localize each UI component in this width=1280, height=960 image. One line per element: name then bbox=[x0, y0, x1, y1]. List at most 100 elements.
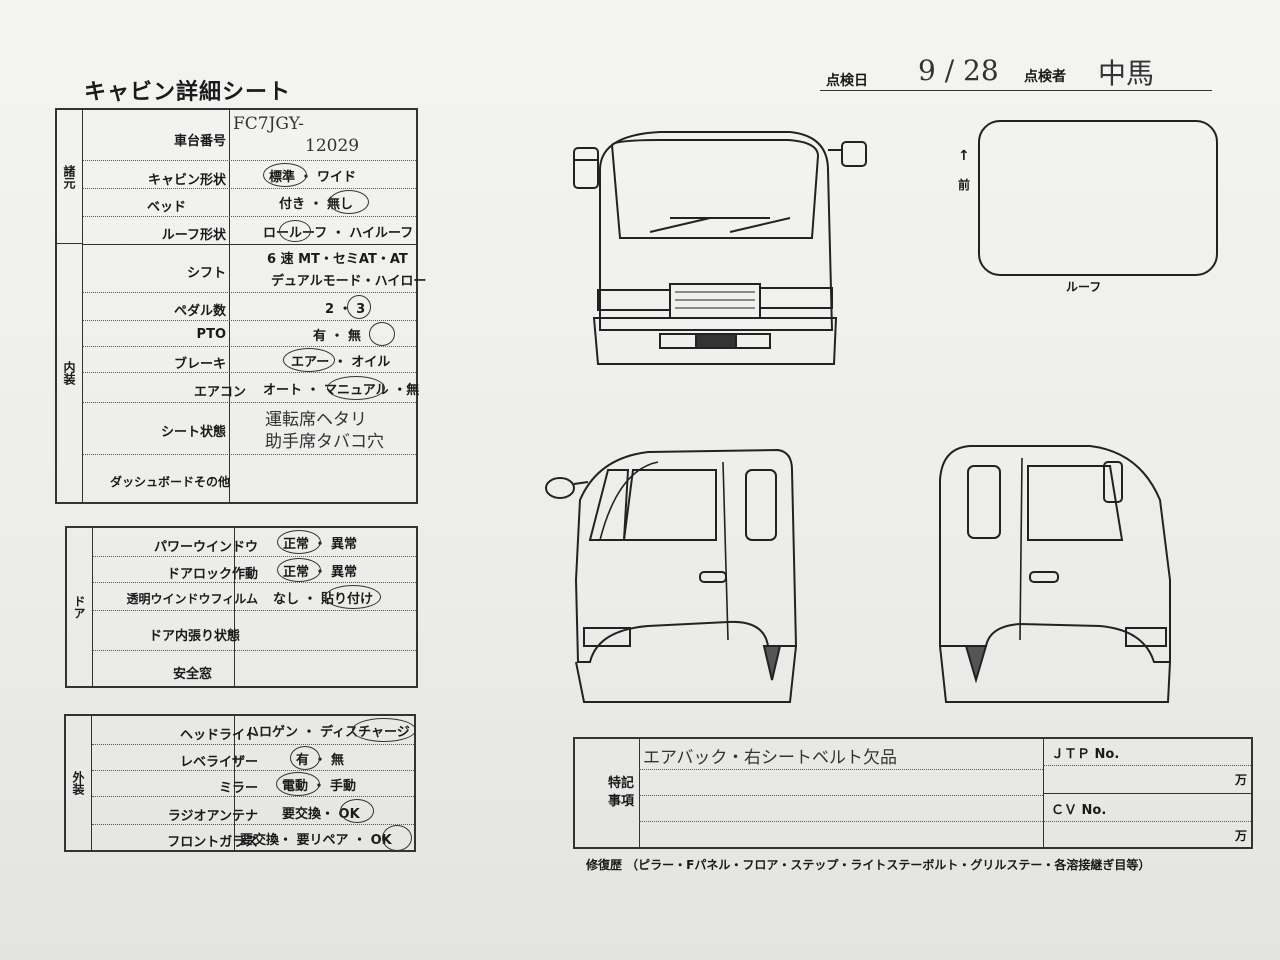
section-divider bbox=[83, 244, 416, 245]
table-row: ルーフ形状 ロールーフ ・ ハイルーフ bbox=[83, 216, 416, 244]
exterior-section-label: 外装 bbox=[66, 716, 92, 850]
row-value: 6 速 MT・セミAT・AT bbox=[267, 252, 408, 267]
row-value: 有 ・ 無 bbox=[313, 329, 362, 344]
table-row: シート状態 運転席ヘタリ 助手席タバコ穴 bbox=[83, 402, 416, 454]
row-label: エアコン bbox=[193, 385, 246, 400]
roof-outline bbox=[978, 120, 1218, 276]
table-row: 車台番号 FC7JGY- 12029 bbox=[83, 110, 416, 160]
row-label: PTO bbox=[196, 327, 226, 342]
row-divider bbox=[1043, 821, 1251, 822]
table-row: ドアロック作動 正常 ・ 異常 bbox=[93, 556, 416, 582]
row-label: ミラー bbox=[218, 781, 258, 796]
row-label: ブレーキ bbox=[173, 357, 226, 372]
interior-section-label: 内装 bbox=[57, 244, 83, 502]
selection-circle bbox=[325, 585, 381, 609]
selection-circle bbox=[369, 322, 395, 346]
row-label: ダッシュボードその他 bbox=[109, 475, 230, 489]
table-row: ペダル数 2 ・ 3 bbox=[83, 292, 416, 320]
table-row: ブレーキ エアー ・ オイル bbox=[83, 346, 416, 372]
notes-text: エアバック・右シートベルト欠品 bbox=[643, 748, 897, 768]
row-label: ルーフ形状 bbox=[161, 228, 226, 243]
table-row: ミラー 電動 ・ 手動 bbox=[92, 770, 414, 796]
row-label: フロントガラス bbox=[167, 835, 258, 850]
selection-circle bbox=[279, 220, 311, 242]
inspection-date-value: 9 / 28 bbox=[918, 54, 999, 87]
selection-circle bbox=[382, 825, 412, 851]
row-label: ドア内張り状態 bbox=[148, 629, 240, 644]
selection-circle bbox=[283, 348, 335, 372]
table-row: フロントガラス 要交換・ 要リペア ・ OK bbox=[92, 824, 414, 851]
table-row: シフト 6 速 MT・セミAT・AT デュアルモード・ハイロー bbox=[83, 244, 426, 292]
table-row: 透明ウインドウフィルム なし ・ 貼り付け bbox=[93, 582, 416, 610]
repair-history-text: 修復歴 （ピラー・Fパネル・フロア・ステップ・ライトステーボルト・グリルステー・… bbox=[586, 858, 1151, 872]
door-table: ドア パワーウインドウ 正常 ・ 異常 ドアロック作動 正常 ・ 異常 透明ウイ… bbox=[65, 526, 418, 688]
row-label: シフト bbox=[186, 266, 226, 281]
row-label: ラジオアンテナ bbox=[167, 809, 258, 824]
exterior-table: 外装 ヘッドライト ハロゲン ・ ディスチャージ レベライザー 有 ・ 無 ミラ… bbox=[64, 714, 416, 852]
table-row: レベライザー 有 ・ 無 bbox=[92, 744, 414, 770]
row-label: 透明ウインドウフィルム bbox=[126, 592, 258, 606]
row-divider bbox=[639, 769, 1043, 770]
selection-circle bbox=[290, 746, 320, 770]
front-arrow-icon: ↑ bbox=[958, 148, 970, 164]
table-row: パワーウインドウ 正常 ・ 異常 bbox=[93, 528, 416, 556]
row-label: 車台番号 bbox=[173, 134, 226, 149]
table-row: 安全窓 bbox=[93, 650, 416, 686]
jtp-unit: 万 bbox=[1235, 773, 1248, 787]
table-row: PTO 有 ・ 無 bbox=[83, 320, 416, 346]
row-label: 安全窓 bbox=[172, 667, 212, 682]
selection-circle bbox=[347, 295, 371, 319]
row-label: シート状態 bbox=[160, 425, 226, 440]
table-row: ドア内張り状態 bbox=[93, 610, 416, 650]
inspection-date-label: 点検日 bbox=[826, 73, 868, 89]
sheet-title: キャビン詳細シート bbox=[84, 80, 292, 105]
front-label: 前 bbox=[958, 178, 971, 192]
row-label: レベライザー bbox=[179, 755, 258, 770]
row-divider bbox=[639, 821, 1043, 822]
table-row: エアコン オート ・ マニュアル ・無 bbox=[83, 372, 419, 402]
notes-table: 特記事項 エアバック・右シートベルト欠品 ＪＴＰ No. 万 ＣＶ No. 万 bbox=[573, 737, 1253, 849]
row-divider bbox=[639, 795, 1043, 796]
truck-right-side-drawing bbox=[939, 445, 1171, 703]
row-label: パワーウインドウ bbox=[153, 540, 258, 555]
selection-circle bbox=[276, 772, 320, 796]
selection-circle bbox=[277, 558, 321, 582]
chassis-number-value: FC7JGY- bbox=[233, 114, 304, 134]
selection-circle bbox=[277, 530, 321, 554]
table-row: ダッシュボードその他 bbox=[83, 454, 416, 502]
seat-condition-value: 運転席ヘタリ bbox=[265, 410, 367, 430]
selection-circle bbox=[327, 376, 385, 400]
specs-interior-table: 諸元 内装 車台番号 FC7JGY- 12029 キャビン形状 標準 ・ ワイド… bbox=[55, 108, 426, 504]
table-row: ヘッドライト ハロゲン ・ ディスチャージ bbox=[92, 716, 416, 744]
row-label: ベッド bbox=[146, 200, 186, 215]
row-value: 要交換・ 要リペア ・ OK bbox=[240, 833, 392, 848]
inspector-label: 点検者 bbox=[1024, 69, 1066, 85]
specs-section-label: 諸元 bbox=[57, 110, 83, 244]
jtp-label: ＪＴＰ No. bbox=[1051, 747, 1120, 762]
cv-unit: 万 bbox=[1235, 829, 1248, 843]
door-section-label: ドア bbox=[67, 528, 93, 686]
selection-circle bbox=[352, 718, 416, 742]
column-divider bbox=[234, 528, 235, 686]
row-label: ヘッドライト bbox=[179, 728, 258, 743]
row-label: ドアロック作動 bbox=[166, 567, 258, 582]
seat-condition-value2: 助手席タバコ穴 bbox=[265, 432, 384, 452]
column-divider bbox=[234, 716, 235, 850]
notes-label: 特記事項 bbox=[607, 776, 634, 809]
column-divider bbox=[639, 739, 640, 847]
roof-label: ルーフ bbox=[1066, 280, 1102, 294]
selection-circle bbox=[329, 190, 369, 214]
selection-circle bbox=[263, 163, 307, 187]
row-divider bbox=[1043, 765, 1251, 766]
header-underline bbox=[820, 90, 1212, 91]
truck-left-side-drawing bbox=[545, 448, 798, 703]
table-row: ラジオアンテナ 要交換・ OK bbox=[92, 796, 414, 824]
table-row: キャビン形状 標準 ・ ワイド bbox=[83, 160, 416, 188]
selection-circle bbox=[340, 799, 374, 823]
chassis-number-value2: 12029 bbox=[305, 136, 360, 156]
row-label: ペダル数 bbox=[173, 304, 226, 319]
cv-label: ＣＶ No. bbox=[1051, 803, 1107, 818]
row-value2: デュアルモード・ハイロー bbox=[271, 274, 427, 289]
column-divider bbox=[229, 110, 230, 502]
